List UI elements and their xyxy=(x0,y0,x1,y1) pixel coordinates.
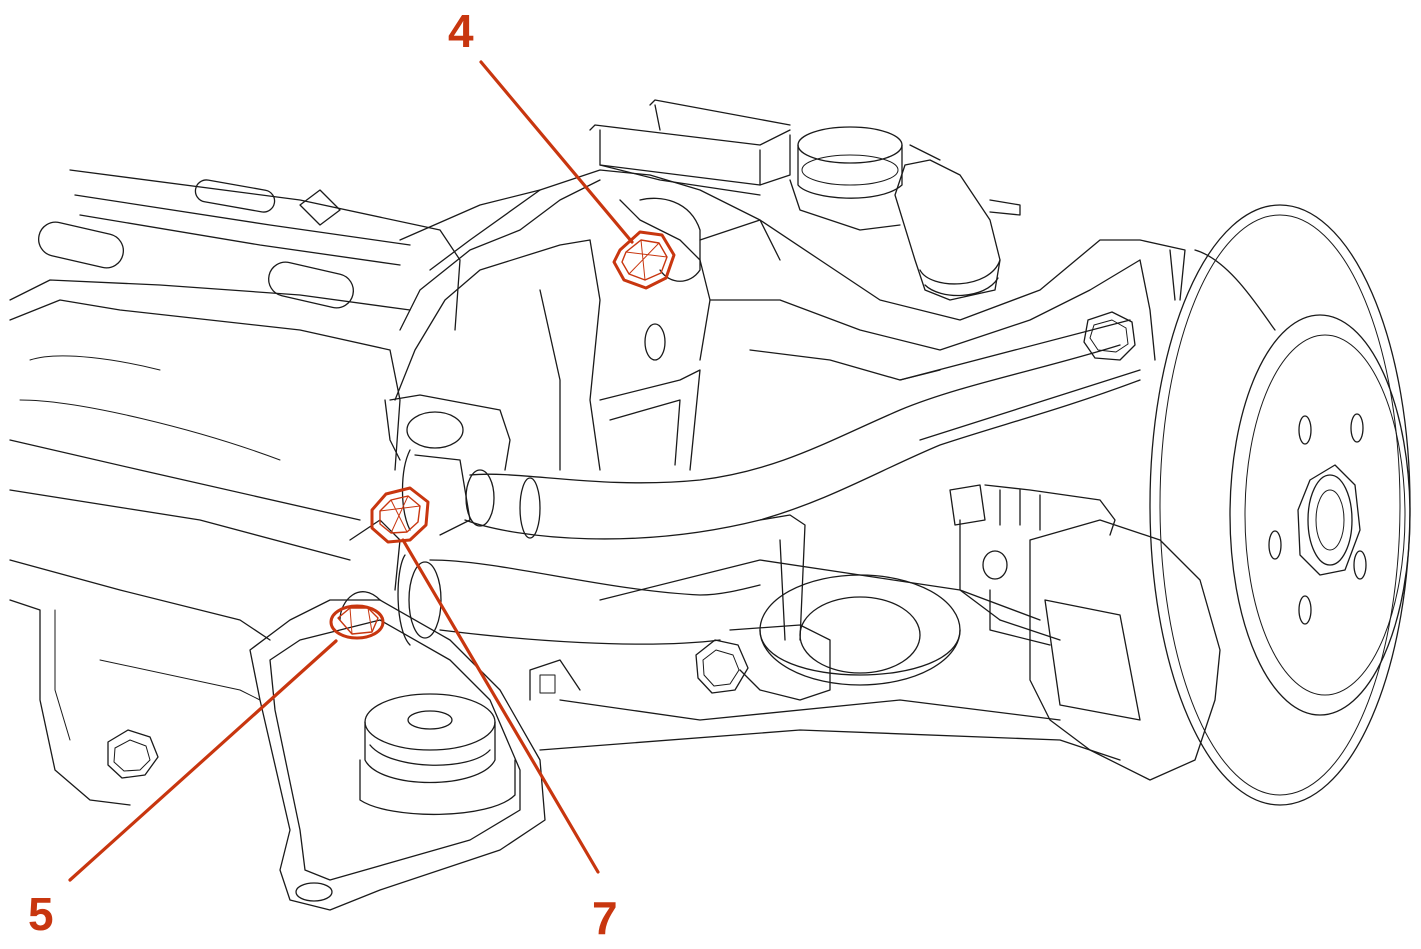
brake-disc xyxy=(1149,204,1411,806)
spring-seat xyxy=(529,559,1121,761)
bolt-middle-highlight xyxy=(370,486,430,544)
leader-line-5 xyxy=(68,639,338,882)
lower-control-arm xyxy=(397,514,831,701)
callout-label-5: 5 xyxy=(28,888,54,940)
housing-bolt-icon xyxy=(107,729,159,779)
caliper-bolt-icon xyxy=(949,484,1116,580)
callout-label-4: 4 xyxy=(448,5,474,57)
link-bolt-icon xyxy=(695,639,749,694)
differential-carrier xyxy=(394,99,1186,471)
brake-caliper xyxy=(949,484,1221,781)
leader-line-7 xyxy=(401,538,600,874)
diff-mount-boss xyxy=(384,197,701,536)
leader-line-4 xyxy=(479,60,634,244)
callout-label-7: 7 xyxy=(592,892,618,944)
upper-control-arm xyxy=(464,319,1141,540)
hub-nut-icon xyxy=(1297,464,1361,576)
mount-bracket xyxy=(249,519,546,911)
transmission-housing xyxy=(9,169,541,806)
bolt-lower-highlight xyxy=(329,604,385,640)
bracket-bolt-icon xyxy=(1083,311,1136,361)
bolt-upper-highlight xyxy=(612,230,676,290)
